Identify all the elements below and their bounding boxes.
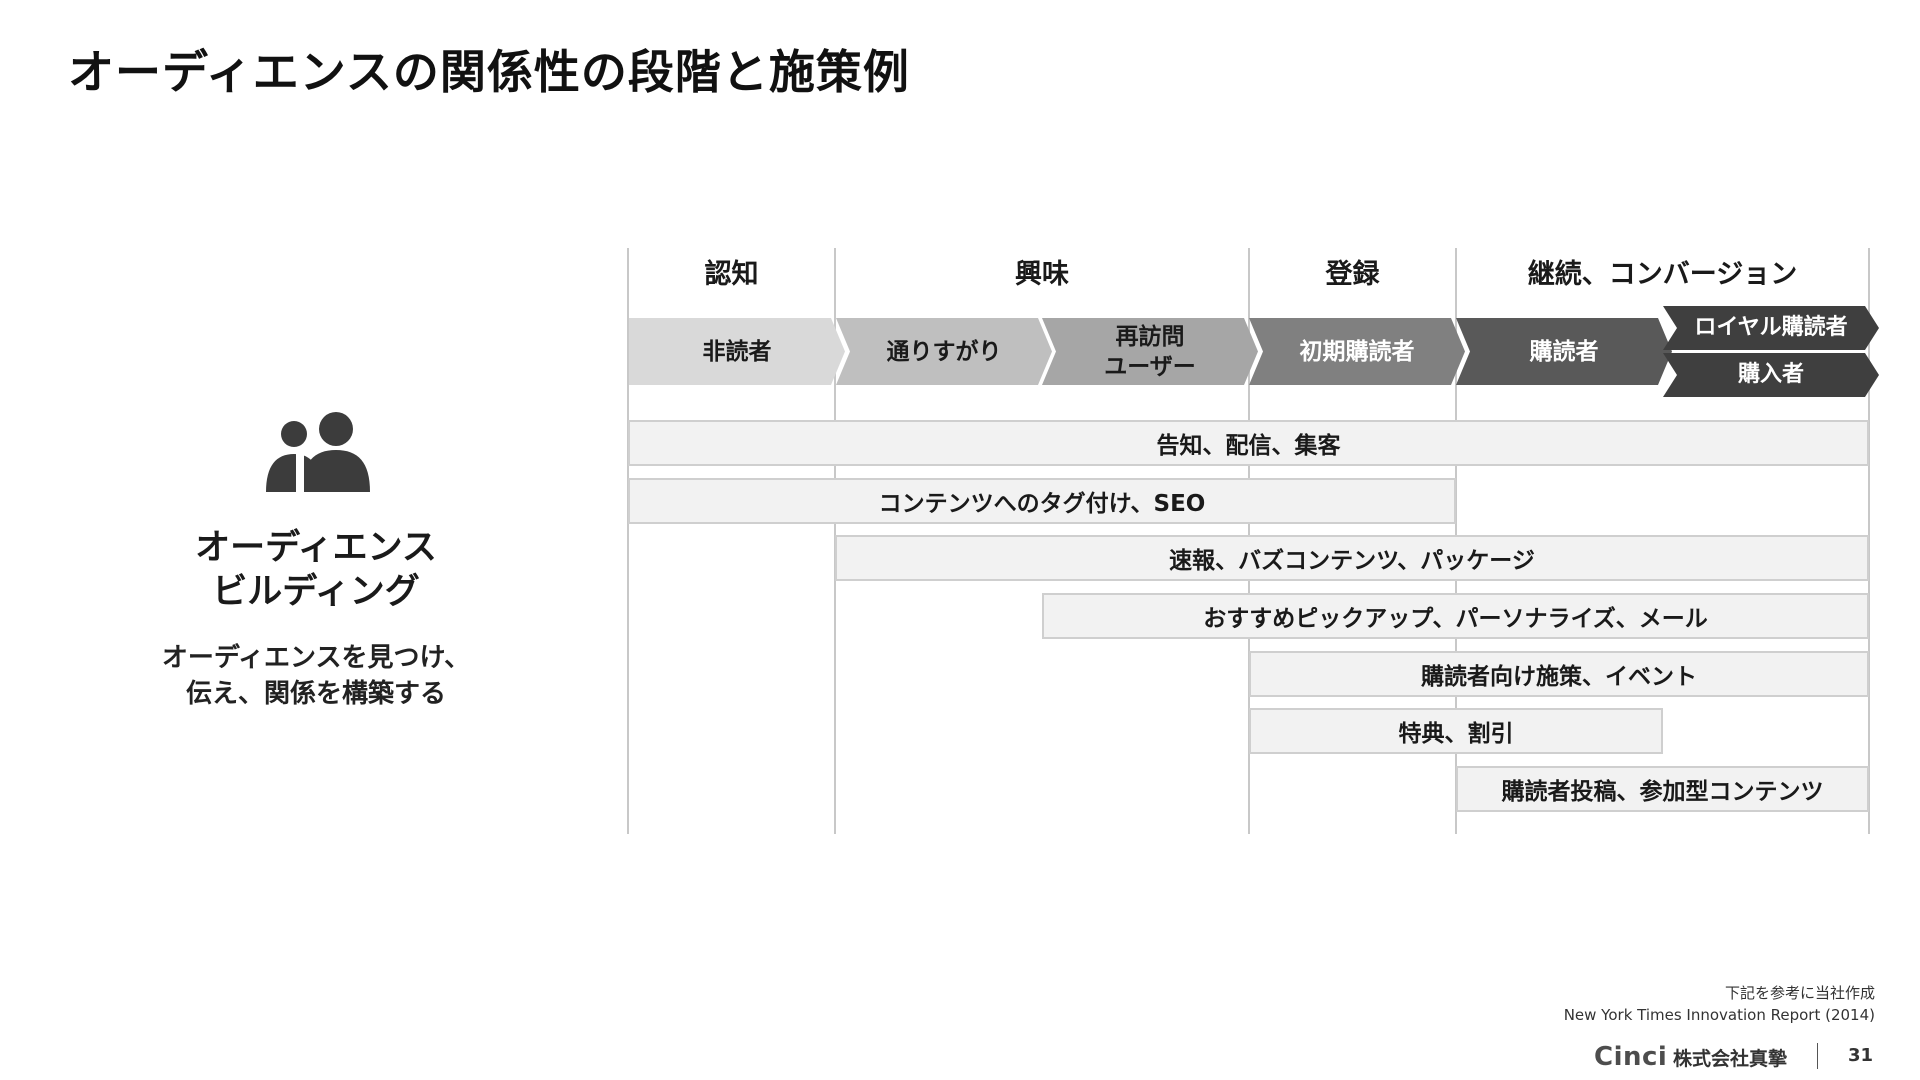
chevron-early-subscriber: 初期購読者 bbox=[1249, 318, 1465, 385]
measure-bar-notification: 告知、配信、集客 bbox=[628, 420, 1869, 466]
chevron-label: 初期購読者 bbox=[1299, 338, 1415, 365]
chevron-passerby: 通りすがり bbox=[836, 318, 1052, 385]
chevron-label: 購入者 bbox=[1737, 362, 1804, 387]
chevron-purchaser: 購入者 bbox=[1663, 353, 1879, 397]
measure-bar-user-contributions: 購読者投稿、参加型コンテンツ bbox=[1456, 766, 1869, 812]
people-icon bbox=[256, 410, 376, 494]
chevron-label-line-2: ユーザー bbox=[1104, 353, 1196, 380]
slide-title: オーディエンスの関係性の段階と施策例 bbox=[68, 45, 910, 99]
stage-retention-conversion: 継続、コンバージョン bbox=[1527, 259, 1798, 290]
chevron-label-line-1: 再訪問 bbox=[1115, 323, 1185, 350]
source-line-1: 下記を参考に当社作成 bbox=[1724, 984, 1875, 1002]
stage-registration: 登録 bbox=[1325, 259, 1380, 290]
measure-bar-subscriber-events: 購読者向け施策、イベント bbox=[1249, 651, 1869, 697]
divider-line bbox=[1868, 248, 1870, 834]
divider-line bbox=[627, 248, 629, 834]
desc-line-2: 伝え、関係を構築する bbox=[185, 679, 446, 709]
stage-interest: 興味 bbox=[1015, 259, 1069, 290]
heading-line-2: ビルディング bbox=[212, 572, 420, 612]
chevron-non-reader: 非読者 bbox=[629, 318, 845, 385]
chevron-label: 購読者 bbox=[1529, 338, 1599, 365]
chevron-label: 通りすがり bbox=[886, 338, 1002, 365]
chevron-label: 非読者 bbox=[702, 338, 772, 365]
chevron-label: ロイヤル購読者 bbox=[1694, 315, 1848, 340]
heading-line-1: オーディエンス bbox=[195, 528, 437, 568]
audience-building-heading: オーディエンス ビルディング bbox=[116, 526, 516, 614]
page-number: 31 bbox=[1848, 1045, 1874, 1066]
chevron-loyal-subscriber: ロイヤル購読者 bbox=[1663, 306, 1879, 350]
company-logo: Cinci bbox=[1594, 1042, 1668, 1072]
source-note: 下記を参考に当社作成 New York Times Innovation Rep… bbox=[1564, 982, 1875, 1026]
source-line-2: New York Times Innovation Report (2014) bbox=[1563, 1006, 1875, 1024]
stage-awareness: 認知 bbox=[704, 259, 759, 290]
company-name: 株式会社真摯 bbox=[1673, 1048, 1788, 1070]
chevron-returning-user: 再訪問 ユーザー bbox=[1042, 318, 1258, 385]
measure-bar-recommendations: おすすめピックアップ、パーソナライズ、メール bbox=[1042, 593, 1869, 639]
footer-divider bbox=[1817, 1043, 1818, 1069]
measure-bar-tagging-seo: コンテンツへのタグ付け、SEO bbox=[628, 478, 1456, 524]
desc-line-1: オーディエンスを見つけ、 bbox=[161, 643, 471, 673]
measure-bar-breaking-news: 速報、バズコンテンツ、パッケージ bbox=[835, 535, 1869, 581]
measure-bar-perks-discounts: 特典、割引 bbox=[1249, 708, 1663, 754]
audience-building-description: オーディエンスを見つけ、 伝え、関係を構築する bbox=[116, 640, 516, 712]
chevron-subscriber: 購読者 bbox=[1456, 318, 1672, 385]
